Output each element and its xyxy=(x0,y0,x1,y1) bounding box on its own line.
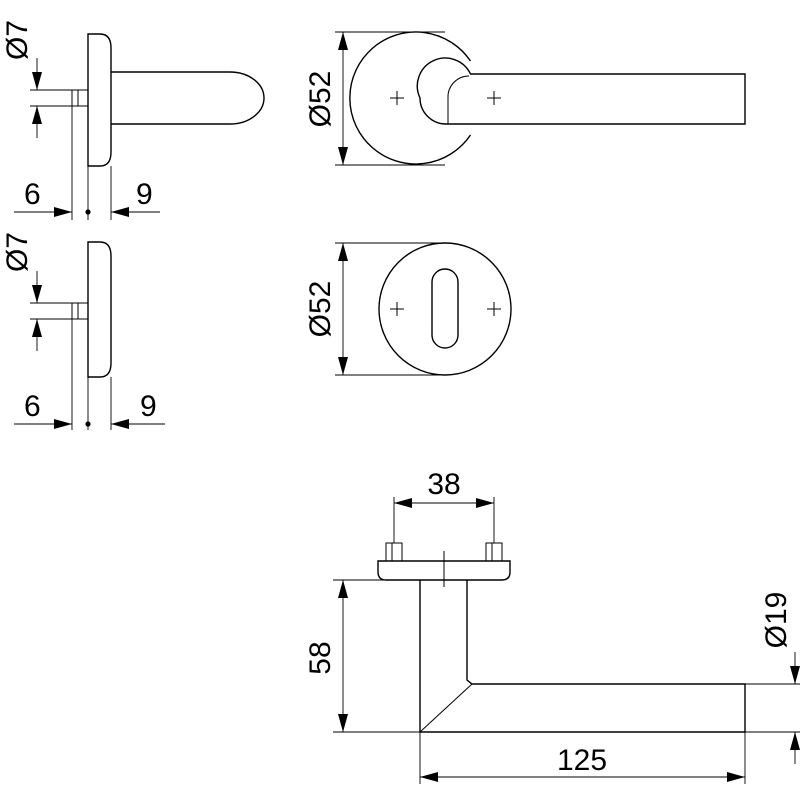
rose-profile xyxy=(87,33,112,167)
handle-side-view: Ø7 6 9 xyxy=(1,20,265,220)
escutcheon-diameter-label: Ø52 xyxy=(304,281,337,338)
handle-height-label: 58 xyxy=(304,641,337,674)
rose-top xyxy=(377,560,511,581)
lever-front xyxy=(416,57,746,125)
escutcheon-front-view: Ø52 xyxy=(304,242,512,376)
handle-front-view: Ø52 xyxy=(304,31,746,166)
keyhole xyxy=(431,268,459,349)
rose-offset-left-label: 6 xyxy=(24,178,41,211)
lever-top xyxy=(419,580,746,733)
rose-diameter-label: Ø52 xyxy=(304,71,337,128)
escutcheon-side-view: Ø7 6 9 xyxy=(1,232,165,430)
lever-diameter-label: Ø19 xyxy=(760,592,793,649)
rose-offset-right-label: 9 xyxy=(136,178,153,211)
escutcheon-profile xyxy=(87,241,112,378)
rose-circle xyxy=(349,31,472,165)
lever-profile xyxy=(111,71,265,125)
handle-top-view: 38 58 Ø19 125 xyxy=(304,468,800,784)
escutcheon-pin-profile xyxy=(71,302,89,320)
fixing-spacing-label: 38 xyxy=(427,468,460,501)
pin-profile xyxy=(71,89,89,107)
escutcheon-offset-right-label: 9 xyxy=(140,390,157,423)
lever-length-label: 125 xyxy=(557,744,607,777)
escutcheon-offset-left-label: 6 xyxy=(24,390,41,423)
escutcheon-pin-diameter-label: Ø7 xyxy=(1,232,34,272)
rose-pin-diameter-label: Ø7 xyxy=(1,20,34,60)
